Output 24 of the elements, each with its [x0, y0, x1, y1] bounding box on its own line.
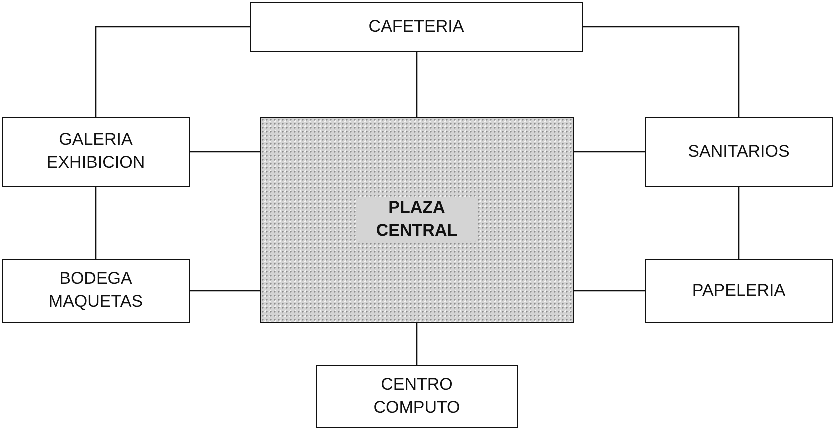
area-box: [2, 259, 190, 323]
connector-line: [738, 187, 740, 259]
area-label: GALERIA EXHIBICION: [46, 129, 146, 174]
connector-line: [574, 151, 645, 153]
connector-line: [95, 26, 250, 117]
area-label: CAFETERIA: [368, 16, 464, 38]
area-label: PAPELERIA: [692, 280, 786, 302]
area-label: SANITARIOS: [688, 140, 790, 163]
area-label: PLAZA CENTRAL: [358, 197, 476, 243]
area-box: [645, 259, 833, 323]
area-box: [2, 117, 190, 187]
connector-line: [416, 52, 418, 117]
area-box: [645, 117, 833, 187]
connector-line: [583, 26, 740, 117]
connector-line: [190, 151, 260, 153]
connector-line: [574, 290, 645, 292]
central-plaza-area: [260, 117, 574, 323]
area-box: [316, 365, 518, 428]
area-label: CENTRO COMPUTO: [372, 374, 462, 418]
area-label: BODEGA MAQUETAS: [48, 268, 144, 313]
area-box: [250, 2, 583, 52]
connector-line: [416, 323, 418, 365]
connector-line: [190, 290, 260, 292]
connector-line: [95, 187, 97, 259]
